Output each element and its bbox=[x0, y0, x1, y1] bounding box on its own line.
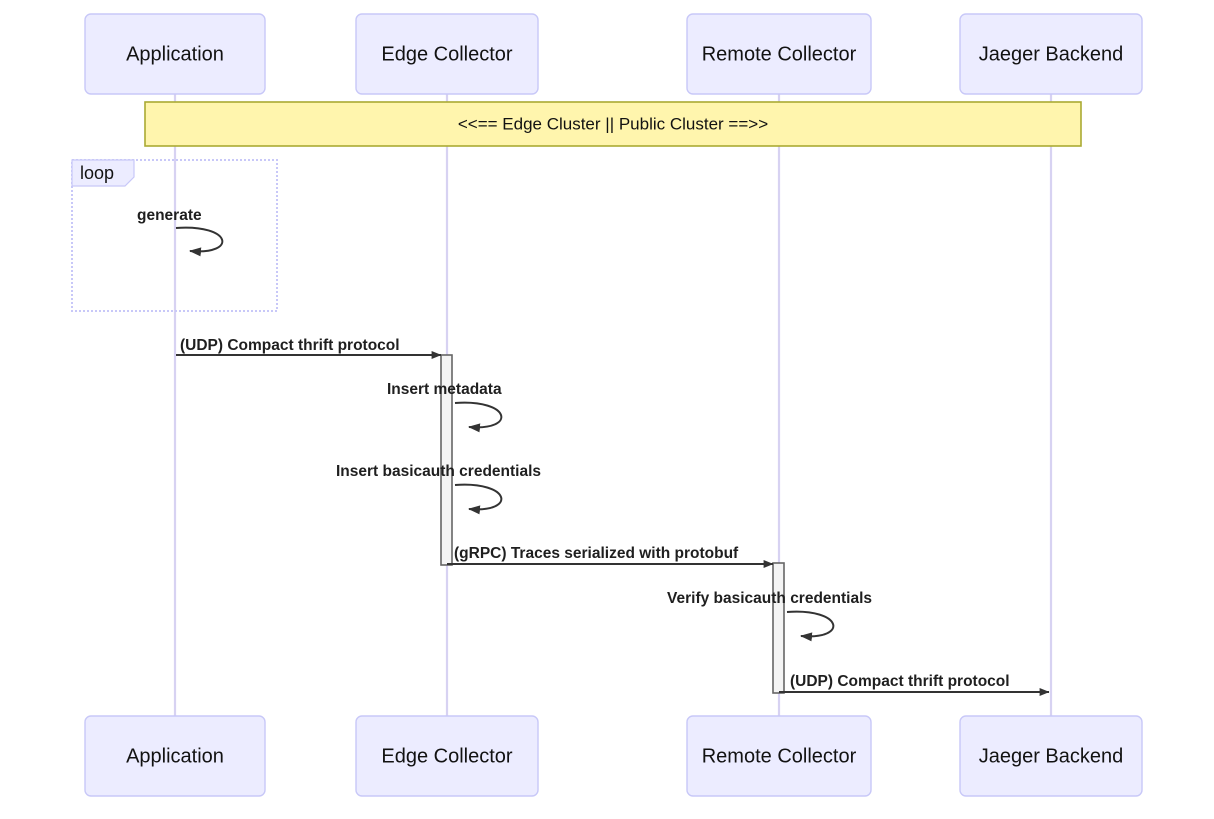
msg-insert-basicauth[interactable]: Insert basicauth credentials bbox=[336, 463, 541, 515]
participant-box bbox=[84, 715, 266, 797]
message-label: (UDP) Compact thrift protocol bbox=[790, 673, 1010, 690]
loop-tag-label: loop bbox=[80, 163, 114, 183]
note-layer: <<== Edge Cluster || Public Cluster ==>> bbox=[144, 101, 1082, 147]
msg-generate[interactable]: generate bbox=[137, 207, 224, 257]
loop-fragment: loop bbox=[71, 159, 278, 312]
message-label: generate bbox=[137, 207, 202, 224]
participant-box bbox=[355, 13, 539, 95]
message-label: Insert basicauth credentials bbox=[336, 463, 541, 480]
participant-application-bottom[interactable]: Application bbox=[84, 715, 266, 797]
participant-box bbox=[84, 13, 266, 95]
activation-remote-collector bbox=[772, 562, 785, 694]
lifelines-layer bbox=[173, 94, 1053, 716]
messages-layer: generate(UDP) Compact thrift protocolIns… bbox=[137, 207, 1050, 696]
msg-insert-metadata[interactable]: Insert metadata bbox=[387, 381, 503, 433]
loop-fragment-layer: loop bbox=[71, 159, 278, 312]
participant-box bbox=[686, 13, 872, 95]
self-message-loop bbox=[454, 401, 503, 433]
participant-box bbox=[686, 715, 872, 797]
participant-label: Jaeger Backend bbox=[979, 745, 1124, 767]
message-label: Verify basicauth credentials bbox=[667, 590, 872, 607]
loop-tag bbox=[71, 159, 135, 187]
activation-edge-collector bbox=[440, 354, 453, 566]
message-label: (gRPC) Traces serialized with protobuf bbox=[454, 545, 739, 562]
participant-box bbox=[959, 715, 1143, 797]
participant-label: Remote Collector bbox=[702, 745, 857, 767]
participant-jaeger-backend-bottom[interactable]: Jaeger Backend bbox=[959, 715, 1143, 797]
participant-jaeger-backend-top[interactable]: Jaeger Backend bbox=[959, 13, 1143, 95]
message-label: Insert metadata bbox=[387, 381, 502, 398]
cluster-divider-note: <<== Edge Cluster || Public Cluster ==>> bbox=[144, 101, 1082, 147]
msg-grpc-edge-remote[interactable]: (gRPC) Traces serialized with protobuf bbox=[447, 545, 774, 568]
participant-label: Jaeger Backend bbox=[979, 43, 1124, 65]
participant-application-top[interactable]: Application bbox=[84, 13, 266, 95]
participant-label: Edge Collector bbox=[381, 745, 513, 767]
msg-verify-basicauth[interactable]: Verify basicauth credentials bbox=[667, 590, 872, 642]
participant-edge-collector-top[interactable]: Edge Collector bbox=[355, 13, 539, 95]
participant-label: Remote Collector bbox=[702, 43, 857, 65]
self-message-loop bbox=[454, 483, 503, 515]
note-label: <<== Edge Cluster || Public Cluster ==>> bbox=[458, 114, 768, 133]
note-box bbox=[144, 101, 1082, 147]
participant-remote-collector-bottom[interactable]: Remote Collector bbox=[686, 715, 872, 797]
participant-box bbox=[959, 13, 1143, 95]
self-message-loop bbox=[786, 610, 835, 642]
msg-udp-remote-jaeger[interactable]: (UDP) Compact thrift protocol bbox=[779, 673, 1050, 696]
participant-label: Application bbox=[126, 745, 224, 767]
participant-edge-collector-bottom[interactable]: Edge Collector bbox=[355, 715, 539, 797]
participant-label: Application bbox=[126, 43, 224, 65]
loop-frame bbox=[71, 159, 278, 312]
participant-remote-collector-top[interactable]: Remote Collector bbox=[686, 13, 872, 95]
participant-box bbox=[355, 715, 539, 797]
participant-label: Edge Collector bbox=[381, 43, 513, 65]
activation-layer bbox=[440, 354, 785, 694]
message-label: (UDP) Compact thrift protocol bbox=[180, 337, 400, 354]
msg-udp-app-edge[interactable]: (UDP) Compact thrift protocol bbox=[176, 337, 442, 359]
self-message-loop bbox=[175, 226, 224, 257]
